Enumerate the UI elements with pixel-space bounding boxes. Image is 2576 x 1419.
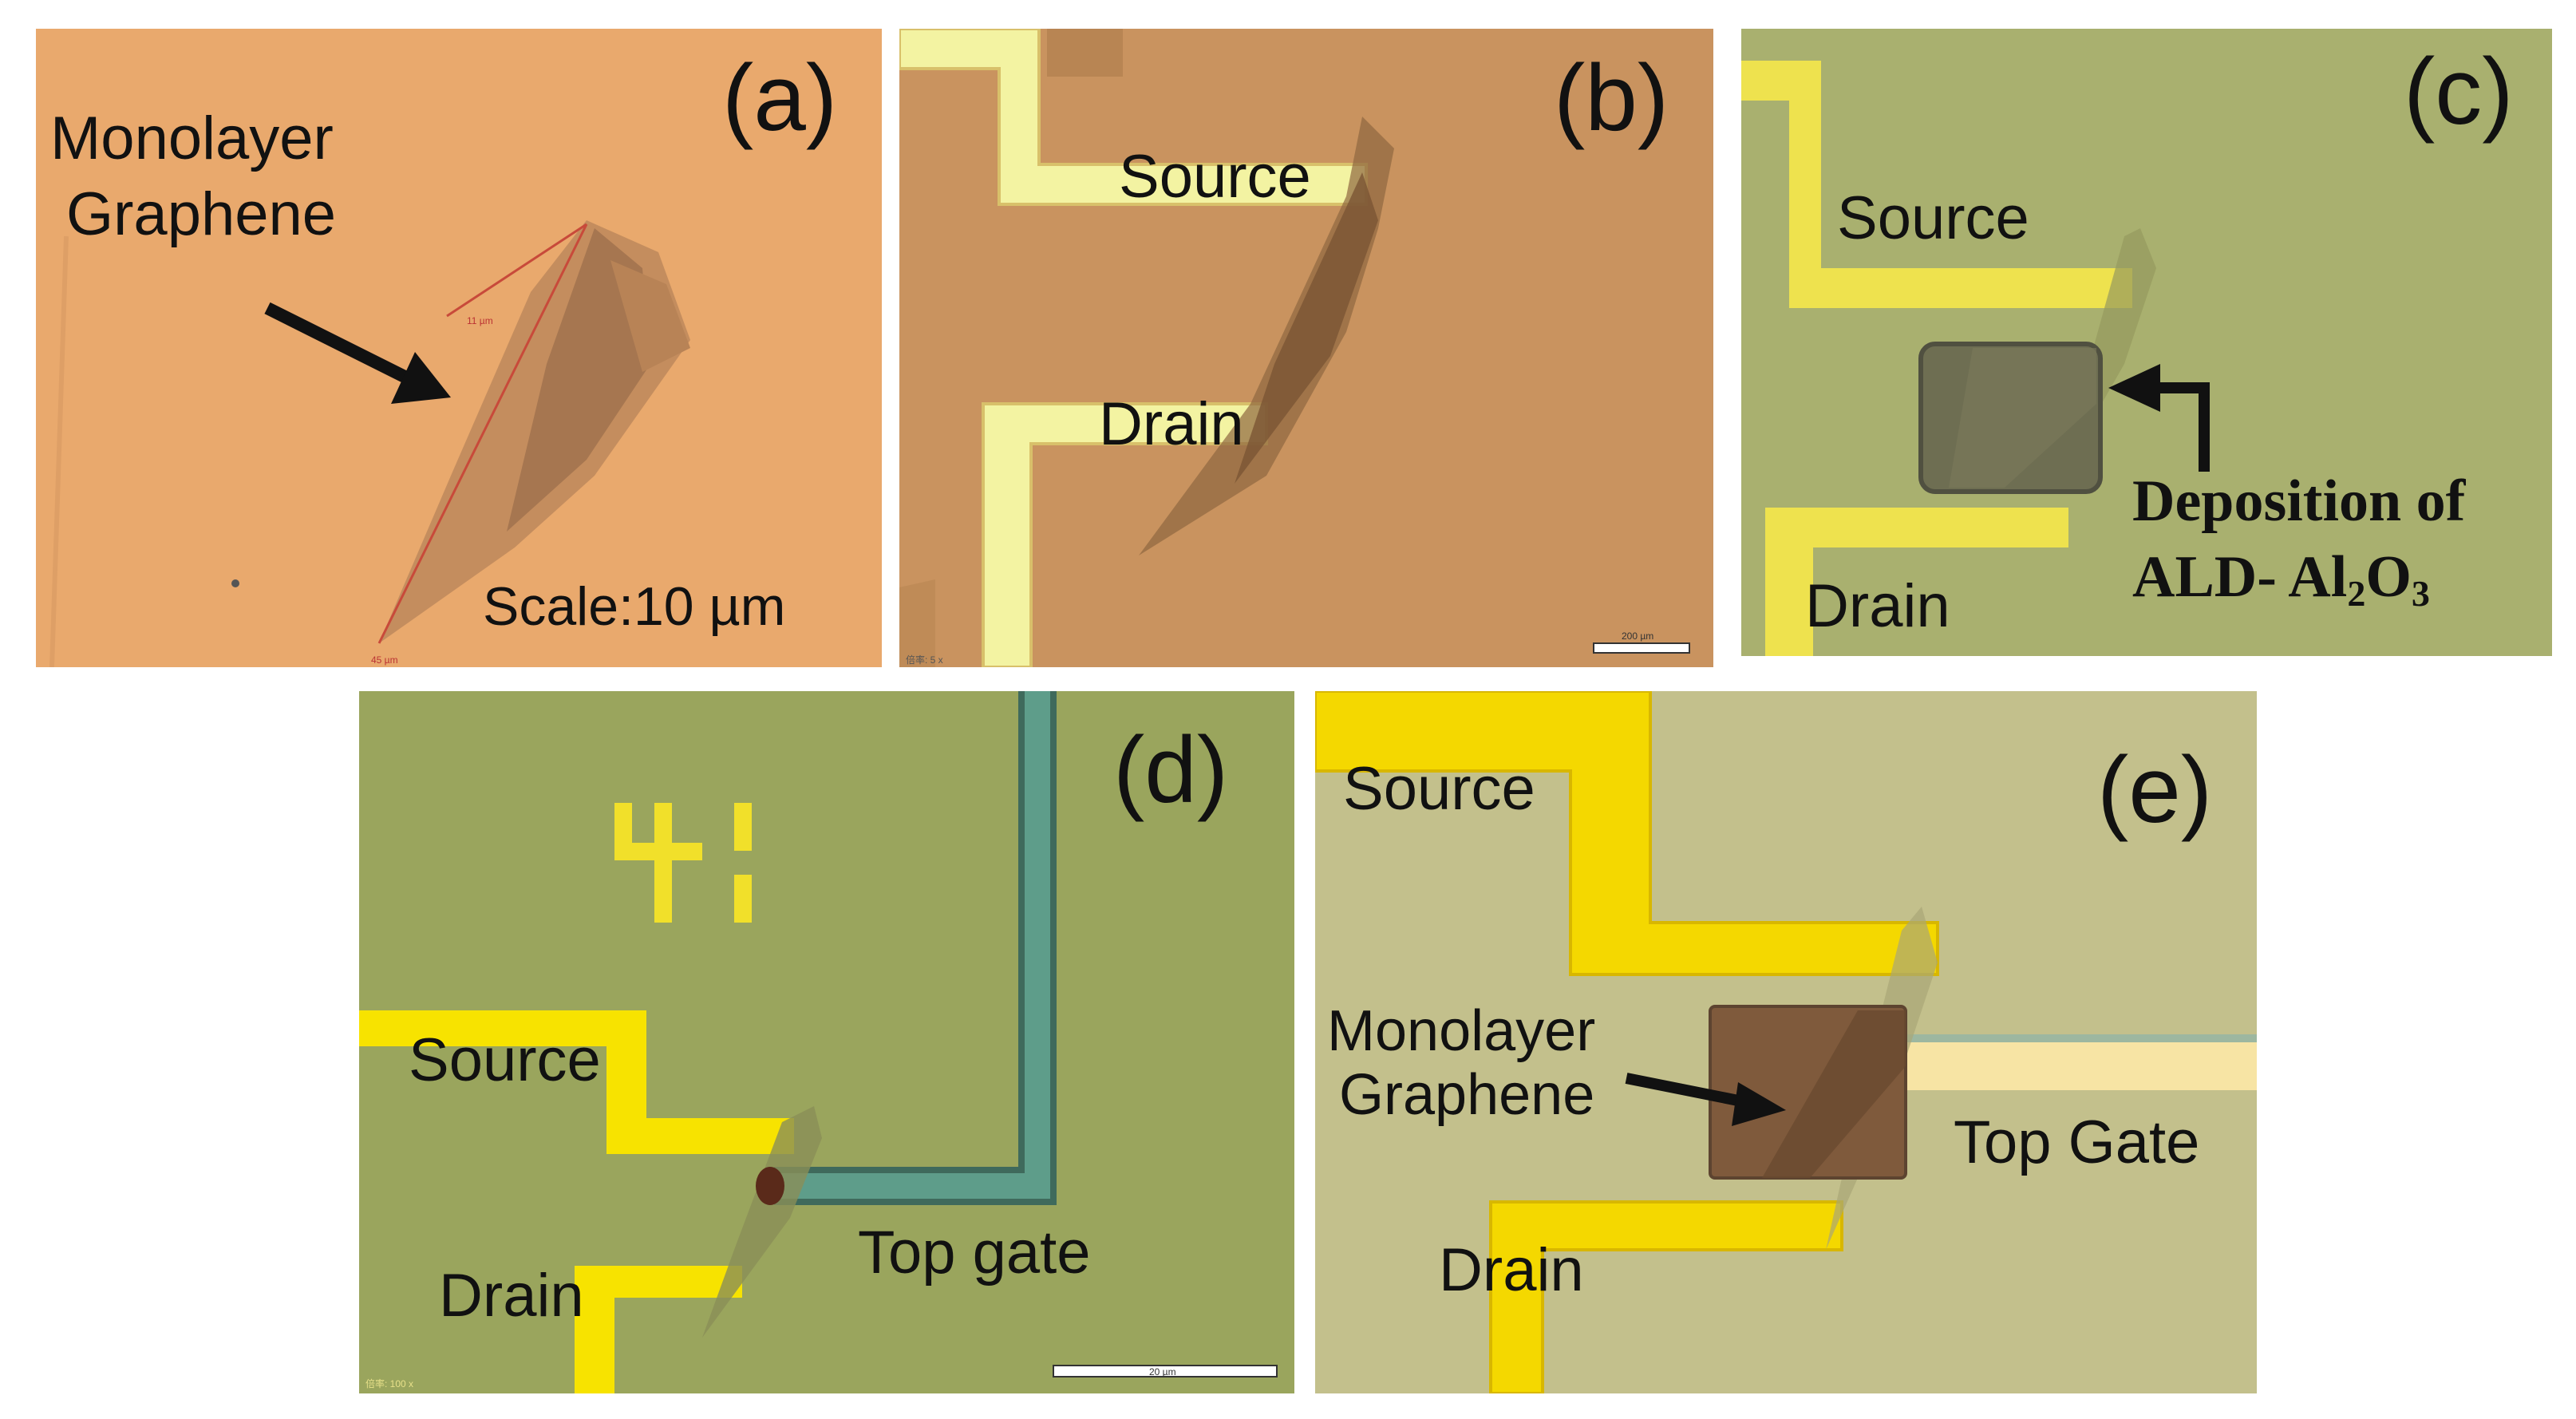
scale-bar-label: 200 µm [1622, 630, 1654, 642]
drain-electrode [575, 1266, 742, 1393]
drain-label: Drain [1099, 390, 1244, 458]
source-electrode [899, 29, 1123, 77]
graphene-label-line2: Graphene [1339, 1063, 1595, 1127]
panel-e-micrograph [1315, 691, 2257, 1393]
graphene-flake [702, 1106, 822, 1338]
panel-d-micrograph: 倍率: 100 x [359, 691, 1294, 1393]
drain-label: Drain [1439, 1236, 1584, 1304]
panel-c: (c) Source Drain Deposition of ALD- Al2O… [1741, 29, 2552, 656]
drain-electrode [1765, 508, 2068, 656]
panel-b: 倍率: 5 x 200 µm (b) Source Drain [899, 29, 1713, 667]
subscript-2: 2 [2347, 573, 2366, 614]
measure-label-2: 45 µm [371, 654, 398, 666]
panel-c-micrograph [1741, 29, 2552, 656]
source-label: Source [1837, 184, 2029, 252]
source-label: Source [1119, 143, 1311, 211]
graphene-label-line1: Monolayer [50, 105, 334, 172]
panel-a-label: (a) [722, 45, 838, 151]
scale-bar-label: 20 µm [1149, 1366, 1176, 1377]
drain-label: Drain [1805, 572, 1950, 640]
deposition-arrow [2156, 382, 2210, 472]
measure-label-1: 11 µm [467, 315, 493, 326]
panel-d-label: (d) [1113, 717, 1229, 823]
deposition-label-line2: ALD- Al2O3 [2132, 547, 2430, 612]
panel-b-label: (b) [1554, 45, 1669, 151]
panel-d: 倍率: 100 x 20 µm (d) Source Drain Top gat… [359, 691, 1294, 1393]
top-gate-label: Top Gate [1954, 1109, 2200, 1176]
corner-text: 倍率: 100 x [365, 1377, 413, 1389]
scale-label: Scale:10 µm [483, 576, 786, 637]
corner-text: 倍率: 5 x [906, 654, 943, 666]
top-gate-line [1890, 1042, 2257, 1090]
source-label: Source [1343, 755, 1535, 823]
panel-a-micrograph: 11 µm 45 µm [36, 29, 882, 667]
scale-bar [1593, 642, 1690, 654]
scale-bar [1053, 1365, 1278, 1377]
graphene-label-line2: Graphene [66, 180, 337, 248]
ald-al-text: ALD- Al [2132, 544, 2348, 610]
drain-electrode [1489, 1200, 1843, 1393]
source-electrode [1741, 61, 2132, 308]
panel-a: 11 µm 45 µm (a) Monolayer Graphene Scale… [36, 29, 882, 667]
graphene-label-line1: Monolayer [1327, 999, 1596, 1063]
source-label: Source [409, 1026, 601, 1094]
top-gate-label: Top gate [858, 1219, 1091, 1287]
drain-label: Drain [439, 1262, 584, 1330]
chip-number-41 [614, 803, 752, 923]
subscript-3: 3 [2411, 573, 2430, 614]
panel-e-label: (e) [2097, 737, 2213, 843]
source-electrode [359, 1010, 794, 1154]
source-electrode [1315, 691, 1939, 976]
panel-b-micrograph: 倍率: 5 x [899, 29, 1713, 667]
panel-c-label: (c) [2404, 39, 2514, 144]
graphene-arrow [264, 302, 414, 386]
deposition-label-line1: Deposition of [2132, 468, 2466, 534]
graphene-arrow [1625, 1073, 1748, 1108]
graphene-flake [1139, 117, 1394, 555]
panel-e: (e) Source Drain Top Gate Monolayer Grap… [1315, 691, 2257, 1393]
oxygen-text: O [2365, 544, 2412, 610]
